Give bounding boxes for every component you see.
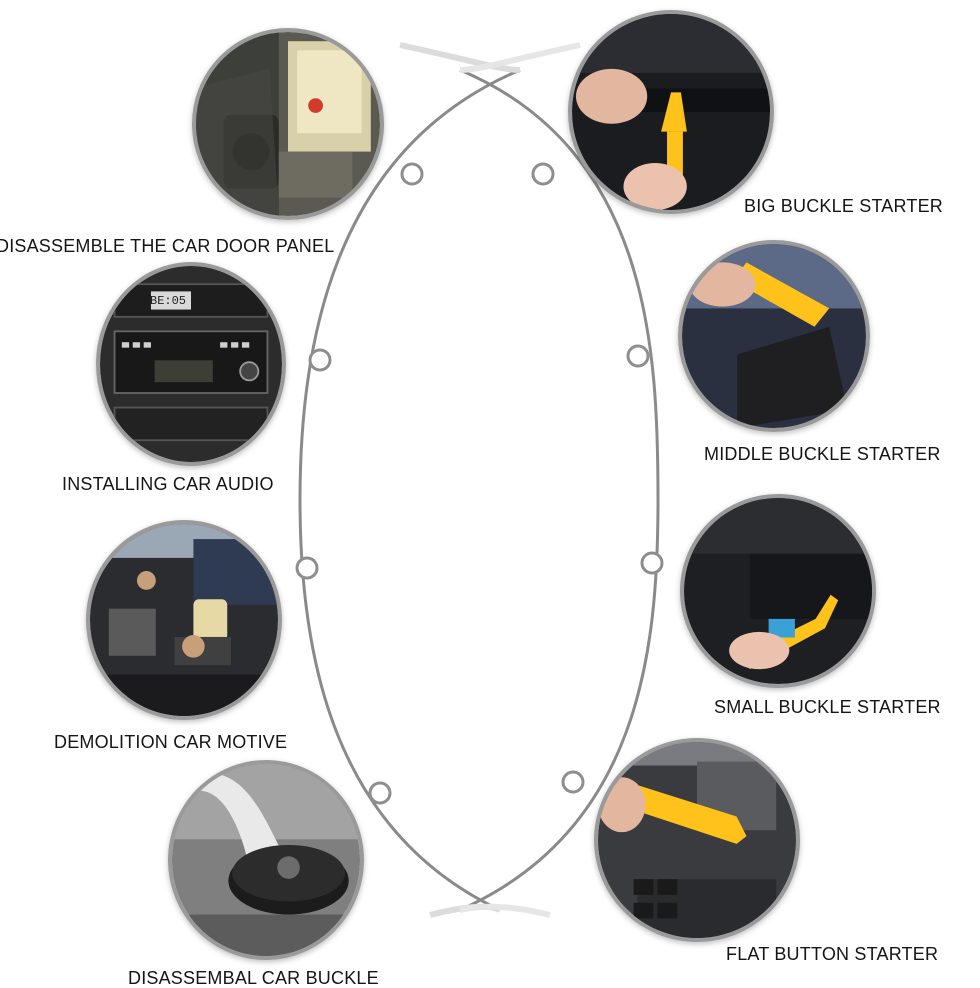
big-pry-tool-photo-icon (568, 10, 774, 214)
car-audio-label: INSTALLING CAR AUDIO (62, 474, 274, 494)
car-radio-photo-icon: BE:05 (96, 262, 286, 466)
connector-node (368, 781, 392, 805)
door-panel-label: DISASSEMBLE THE CAR DOOR PANEL (0, 236, 335, 256)
connector-node (308, 348, 332, 372)
connector-node (400, 162, 424, 186)
car-motive-label: DEMOLITION CAR MOTIVE (54, 732, 288, 752)
car-buckle-label: DISASSEMBAL CAR BUCKLE (128, 968, 379, 988)
middle-buckle-label: MIDDLE BUCKLE STARTER (704, 444, 941, 464)
connector-node (561, 770, 585, 794)
flat-button-label: FLAT BUTTON STARTER (726, 944, 939, 964)
radio-display-text: BE:05 (150, 294, 187, 308)
connector-node (626, 344, 650, 368)
small-buckle-label: SMALL BUCKLE STARTER (714, 697, 941, 717)
flat-pry-tool-photo-icon (594, 738, 800, 942)
small-pry-tool-photo-icon (680, 494, 876, 688)
buckle-clip-photo-icon (168, 760, 364, 960)
connector-node (531, 162, 555, 186)
connector-node (640, 551, 664, 575)
big-buckle-label: BIG BUCKLE STARTER (744, 196, 943, 216)
car-door-photo-icon (192, 28, 384, 220)
connector-node (295, 556, 319, 580)
middle-pry-tool-photo-icon (678, 240, 870, 432)
engine-bay-photo-icon (86, 520, 282, 720)
